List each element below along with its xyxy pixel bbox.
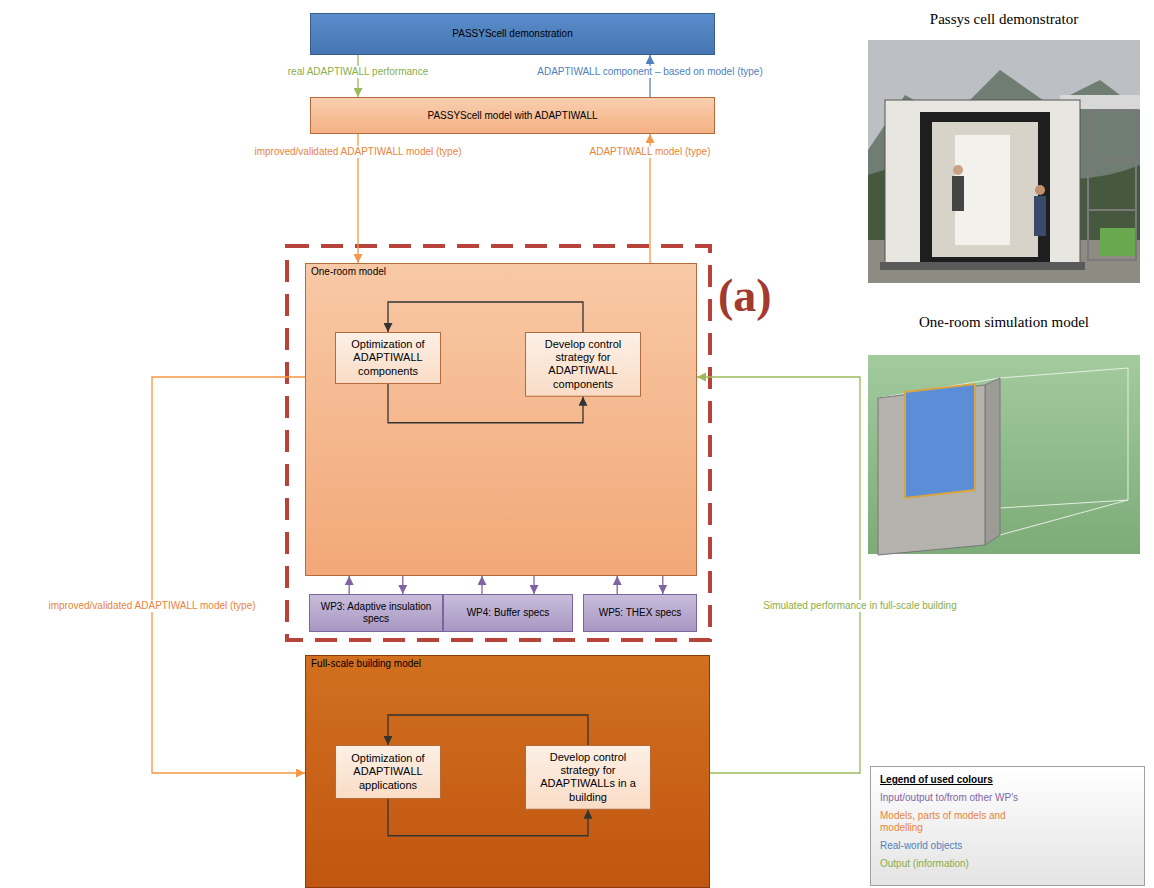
connector-label: improved/validated ADAPTIWALL model (typ…: [252, 146, 463, 158]
node-fill: [584, 595, 697, 632]
connector-label: real ADAPTIWALL performance: [286, 66, 430, 78]
photo-person: [1034, 196, 1046, 236]
connector: [617, 576, 618, 594]
legend-label: Models, parts of models and modelling: [880, 810, 1006, 833]
photo-platform: [880, 262, 1085, 270]
photo-caption: Passys cell demonstrator: [930, 11, 1078, 28]
node-label: Develop control strategy for ADAPTIWALL …: [529, 338, 637, 391]
node-label: Full-scale building model: [311, 658, 704, 670]
legend-colour-sample: Input/output to/from other WP's: [880, 792, 1045, 804]
photo-person: [953, 165, 963, 175]
node-fill: [336, 746, 441, 799]
model-container: One-room modelOptimization of ADAPTIWALL…: [305, 263, 697, 576]
node-fill: [310, 595, 443, 632]
legend-label: Real-world objects: [880, 840, 962, 851]
process-box: Optimization of ADAPTIWALL applications: [335, 745, 441, 799]
one-room-model-render: [868, 355, 1140, 555]
node-label: WP4: Buffer specs: [467, 607, 550, 619]
connector: [388, 384, 583, 423]
process-box: Optimization of ADAPTIWALL components: [335, 332, 441, 384]
workpackage-box: WP4: Buffer specs: [443, 594, 573, 632]
photo-sky: [868, 40, 1140, 283]
workpackage-box: WP3: Adaptive insulation specs: [309, 594, 443, 632]
connector-label: Simulated performance in full-scale buil…: [761, 600, 958, 612]
render-wall-side: [985, 378, 1000, 545]
node-fill: [336, 333, 441, 384]
model-container: Full-scale building modelOptimization of…: [305, 655, 710, 888]
photo-cell-frame: [920, 112, 1050, 262]
photo-cell-interior: [932, 122, 1038, 257]
legend-colour-sample: Real-world objects: [880, 840, 1045, 852]
node-label: PASSYScell demonstration: [452, 28, 572, 40]
connector: [152, 377, 305, 773]
node-fill: [444, 595, 573, 632]
legend-colour-sample: Models, parts of models and modelling: [880, 810, 1045, 834]
photo-bin: [1100, 228, 1135, 256]
node-label: WP5: THEX specs: [599, 607, 682, 619]
render-background: [868, 355, 1140, 554]
legend-label: Output (information): [880, 858, 969, 869]
connector: [533, 576, 534, 594]
photo-person: [952, 176, 964, 211]
legend-label: Input/output to/from other WP's: [880, 792, 1018, 803]
connector: [402, 576, 403, 594]
node-label: Optimization of ADAPTIWALL applications: [339, 752, 437, 792]
connector: [349, 576, 350, 594]
connector-label: ADAPTIWALL model (type): [588, 146, 713, 158]
node-fill: [306, 656, 710, 888]
workpackage-box: WP5: THEX specs: [583, 594, 697, 632]
render-room-edge: [1000, 368, 1128, 508]
photo-caption: One-room simulation model: [919, 314, 1089, 331]
render-window: [905, 384, 975, 498]
dashed-region-outline: [287, 246, 710, 640]
real-object-box: PASSYScell demonstration: [310, 13, 715, 55]
model-box: PASSYScell model with ADAPTIWALL: [310, 97, 715, 134]
connector-label: ADAPTIWALL component – based on model (t…: [535, 66, 764, 78]
connector: [388, 799, 588, 836]
photo-scaffold: [1088, 110, 1136, 260]
panel-letter: (a): [718, 270, 772, 323]
legend-list: Input/output to/from other WP'sModels, p…: [880, 792, 1045, 876]
photo-scaffold-bar: [1088, 209, 1136, 211]
render-room-edge: [878, 378, 1128, 555]
process-box: Develop control strategy for ADAPTIWALLs…: [525, 745, 651, 810]
node-label: Develop control strategy for ADAPTIWALLs…: [529, 751, 647, 804]
connector: [388, 302, 583, 332]
node-label: PASSYScell model with ADAPTIWALL: [427, 110, 597, 122]
render-wall-front: [878, 385, 985, 555]
node-label: WP3: Adaptive insulation specs: [313, 601, 439, 625]
node-fill: [526, 333, 641, 397]
node-fill: [311, 14, 715, 55]
node-fill: [311, 98, 715, 134]
node-label: One-room model: [311, 266, 691, 278]
connector: [662, 576, 663, 594]
connector-label: improved/validated ADAPTIWALL model (typ…: [46, 600, 257, 612]
photo-person: [1035, 185, 1045, 195]
node-fill: [306, 264, 697, 576]
photo-scaffold-bar: [1088, 159, 1136, 161]
connector: [388, 715, 588, 745]
connector: [481, 576, 482, 594]
process-box: Develop control strategy for ADAPTIWALL …: [525, 332, 641, 397]
node-label: Optimization of ADAPTIWALL components: [339, 338, 437, 378]
legend-title: Legend of used colours: [880, 774, 993, 786]
legend-colour-sample: Output (information): [880, 858, 1045, 870]
passys-cell-photo: [868, 40, 1140, 283]
photo-cell-body: [885, 100, 1080, 265]
connector: [697, 377, 860, 773]
node-fill: [526, 746, 651, 810]
